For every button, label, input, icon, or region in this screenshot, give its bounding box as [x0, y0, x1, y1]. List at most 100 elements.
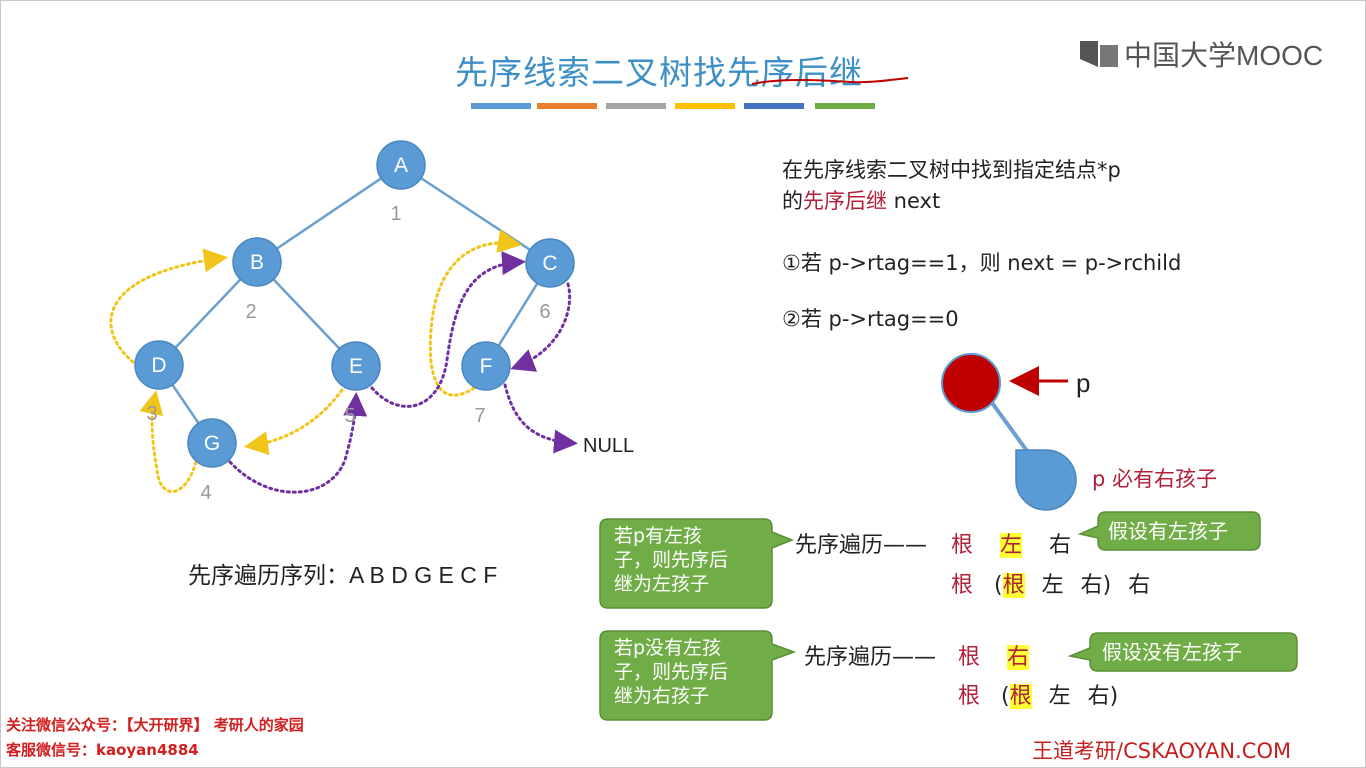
slide-title: 先序线索二叉树找先序后继 — [455, 46, 863, 94]
title-part1: 先序线索二叉树找 — [455, 53, 727, 92]
tree-node-e — [331, 341, 381, 391]
thread-c-to-f — [510, 282, 572, 372]
watermark-line2: 客服微信号：kaoyan4884 — [6, 741, 199, 759]
predecessor-threads — [109, 229, 522, 493]
tree-node-g — [187, 418, 237, 468]
thread-f-to-null — [503, 383, 578, 454]
tree-node-label-e: E — [349, 355, 363, 378]
title-color-bar — [471, 103, 531, 109]
preorder-sequence-label: 先序遍历序列： — [188, 563, 349, 589]
thread-f-to-c — [428, 229, 522, 397]
title-color-bar — [815, 103, 875, 109]
case1-row2-left: 左 — [1041, 573, 1064, 598]
mooc-logo: 中国大学MOOC — [1078, 34, 1323, 74]
case1-traversal-label: 先序遍历—— — [795, 533, 928, 558]
tree-node-c — [525, 238, 575, 288]
watermark-line1: 关注微信公众号：【大开研界】 考研人的家园 — [6, 716, 304, 734]
case1-row2-open: ( — [994, 573, 1003, 598]
desc-line2: 的先序后继 next — [782, 185, 940, 215]
case1-row2-root2: 根 — [1002, 573, 1025, 598]
desc-line2-red: 先序后继 — [803, 189, 887, 213]
thread-g-to-e — [228, 392, 368, 494]
case2-row1-root: 根 — [958, 645, 981, 670]
tree-node-label-d: D — [151, 354, 166, 377]
case2-row2: 根 (根 左 右) — [958, 678, 1118, 710]
case1-row2-right: 右) — [1080, 573, 1112, 598]
assume2-shape — [1067, 632, 1298, 672]
tree-node-label-b: B — [250, 251, 264, 274]
title-part2: 先序后继 — [727, 53, 863, 92]
preorder-sequence: 先序遍历序列：A B D G E C F — [188, 556, 497, 590]
case1-row2: 根 (根 左 右) 右 — [951, 567, 1150, 599]
title-color-bar — [537, 103, 597, 109]
tree-node-order-d: 3 — [146, 403, 157, 425]
rule-rtag-0: ②若 p->rtag==0 — [782, 307, 959, 331]
assume1-text: 假设有左孩子 — [1108, 519, 1228, 543]
callout-case2-line1: 若p没有左孩 — [614, 637, 722, 659]
tree-node-order-e: 5 — [344, 405, 355, 427]
case1-row1-root: 根 — [951, 533, 974, 558]
tree-node-label-a: A — [394, 154, 408, 177]
null-label: NULL — [583, 435, 634, 457]
case2-row2-open: ( — [1001, 684, 1010, 709]
p-right-child-node — [1015, 449, 1077, 511]
tree-node-order-f: 7 — [474, 405, 485, 427]
rule-rtag-1: ①若 p->rtag==1，则 next = p->rchild — [782, 251, 1182, 275]
tree-edges — [157, 163, 552, 444]
p-node-diagram: p — [941, 353, 1090, 511]
desc-line1: 在先序线索二叉树中找到指定结点*p — [782, 158, 1121, 182]
case1-row2-tail: 右 — [1128, 573, 1151, 598]
p-note-p: p — [1092, 467, 1106, 491]
title-color-bar — [744, 103, 804, 109]
callout-case1-line1: 若p有左孩 — [614, 525, 703, 547]
successor-threads — [228, 251, 578, 494]
callout-case2-shape — [599, 630, 797, 721]
callout-case1-shape — [599, 518, 795, 609]
tree-node-f — [461, 341, 511, 391]
callout-case1-text: 若p有左孩 子，则先序后 继为左孩子 — [614, 524, 728, 596]
tree-node-label-g: G — [204, 432, 220, 455]
p-right-child-note: p 必有右孩子 — [1092, 463, 1217, 493]
callout-case1-line3: 继为左孩子 — [614, 573, 710, 595]
desc-line2-pre: 的 — [782, 189, 803, 213]
p-note-rest: 必有右孩子 — [1112, 467, 1218, 491]
case1-row2-root: 根 — [951, 573, 974, 598]
case2-row2-root: 根 — [958, 684, 981, 709]
thread-g-to-d — [139, 390, 198, 493]
case2-row2-root2: 根 — [1009, 684, 1032, 709]
assume1-shape — [1077, 511, 1261, 551]
title-underline — [751, 77, 909, 85]
case1-row1-left: 左 — [1000, 533, 1023, 558]
tree-node-label-c: C — [542, 252, 557, 275]
brand-footer: 王道考研/CSKAOYAN.COM — [1032, 739, 1292, 763]
tree-node-order-b: 2 — [245, 301, 256, 323]
case1-row1: 根 左 右 — [951, 527, 1071, 559]
case2-row2-right: 右) — [1087, 684, 1119, 709]
thread-e-to-g — [244, 388, 344, 456]
case2-row1: 根 右 — [958, 639, 1030, 671]
preorder-sequence-value: A B D G E C F — [349, 562, 498, 588]
tree-node-a — [376, 140, 426, 190]
callout-case2-line2: 子，则先序后 — [614, 661, 729, 683]
desc-line2-post: next — [887, 189, 941, 213]
callout-shapes — [599, 511, 1298, 721]
tree-node-b — [232, 237, 282, 287]
mooc-logo-text: 中国大学MOOC — [1124, 40, 1324, 71]
thread-e-to-c — [370, 251, 526, 408]
edge-a-c — [400, 163, 551, 265]
tree-node-order-a: 1 — [390, 203, 401, 225]
p-node — [941, 353, 1001, 413]
p-pointer-label: p — [1076, 368, 1090, 398]
callout-case2-text: 若p没有左孩 子，则先序后 继为右孩子 — [614, 636, 728, 708]
callout-case1-line2: 子，则先序后 — [614, 549, 729, 571]
case2-row2-left: 左 — [1048, 684, 1071, 709]
mooc-logo-icon — [1078, 37, 1120, 71]
tree-node-order-g: 4 — [200, 482, 211, 504]
case2-traversal-label: 先序遍历—— — [804, 645, 937, 670]
title-color-bar — [606, 103, 666, 109]
case2-row1-right: 右 — [1007, 645, 1030, 670]
tree-node-d — [134, 340, 184, 390]
tree-node-label-f: F — [480, 355, 493, 378]
